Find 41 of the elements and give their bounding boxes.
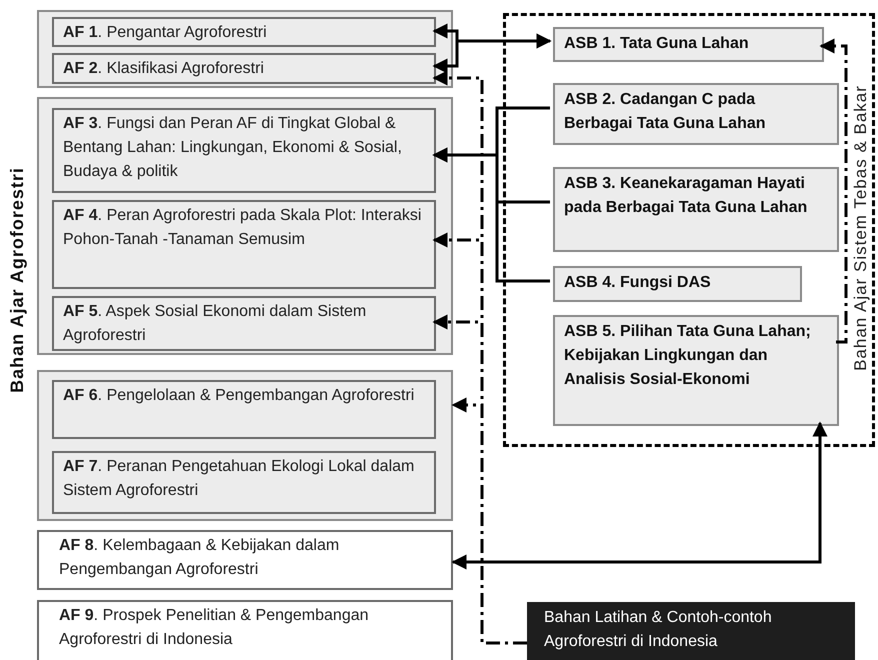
module-title: AF 5. Aspek Sosial Ekonomi dalam Sistem Agroforestri [63,302,368,346]
exercise-box [527,602,855,660]
arrow [432,148,550,282]
arrow [452,422,828,570]
module-title: AF 4. Peran Agroforestri pada Skala Plot: Interaksi Pohon-Tanah -Tanaman Semusim [63,206,422,250]
module-box [52,108,436,193]
module-box [52,380,436,439]
module-title: AF 9. Prospek Penelitian & Pengembangan Agroforestri di Indonesia [59,606,370,650]
module-title: AF 7. Peranan Pengetahuan Ekologi Lokal dalam Sistem Agroforestri [63,457,416,501]
module-title: ASB 2. Cadangan C pada Berbagai Tata Guna Lahan [564,90,767,134]
module-box [553,27,824,62]
module-title: AF 1. Pengantar Agroforestri [63,23,268,43]
module-box [37,600,453,660]
arrow [432,34,552,74]
module-title: AF 3. Fungsi dan Peran AF di Tingkat Global & Bentang Lahan: Lingkungan, Ekonomi & Sosial, Budaya & politik [63,114,403,182]
module-title: ASB 1. Tata Guna Lahan [564,34,750,54]
group-title: Bahan Ajar Sistem Tebas & Bakar [851,85,871,371]
module-group-box [37,10,453,88]
arrow [820,38,848,344]
module-box [52,296,436,351]
module-title: AF 6. Pengelolaan & Pengembangan Agroforestri [63,386,416,406]
module-box [553,167,839,252]
module-box [52,53,436,84]
module-title: ASB 5. Pilihan Tata Guna Lahan; Kebijakan Lingkungan dan Analisis Sosial-Ekonomi [564,322,812,390]
module-box [52,451,436,514]
module-title: Bahan Latihan & Contoh-contoh Agroforestri di Indonesia [544,608,773,652]
module-title: AF 8. Kelembagaan & Kebijakan dalam Pengembangan Agroforestri [59,536,340,580]
module-group-box [37,370,453,521]
module-box [37,530,453,590]
side-title: Bahan Ajar Agroforestri [6,167,28,393]
module-title: AF 2. Klasifikasi Agroforestri [63,59,265,79]
module-box [553,83,839,145]
module-box [553,315,839,426]
module-box [553,266,802,302]
module-title: ASB 3. Keanekaragaman Hayati pada Berbagai Tata Guna Lahan [564,174,808,218]
module-group-box [37,97,453,355]
dashed-group-box [503,13,875,447]
arrow [452,398,527,644]
module-title: ASB 4. Fungsi DAS [564,273,712,293]
module-box [52,17,436,47]
module-box [52,200,436,289]
